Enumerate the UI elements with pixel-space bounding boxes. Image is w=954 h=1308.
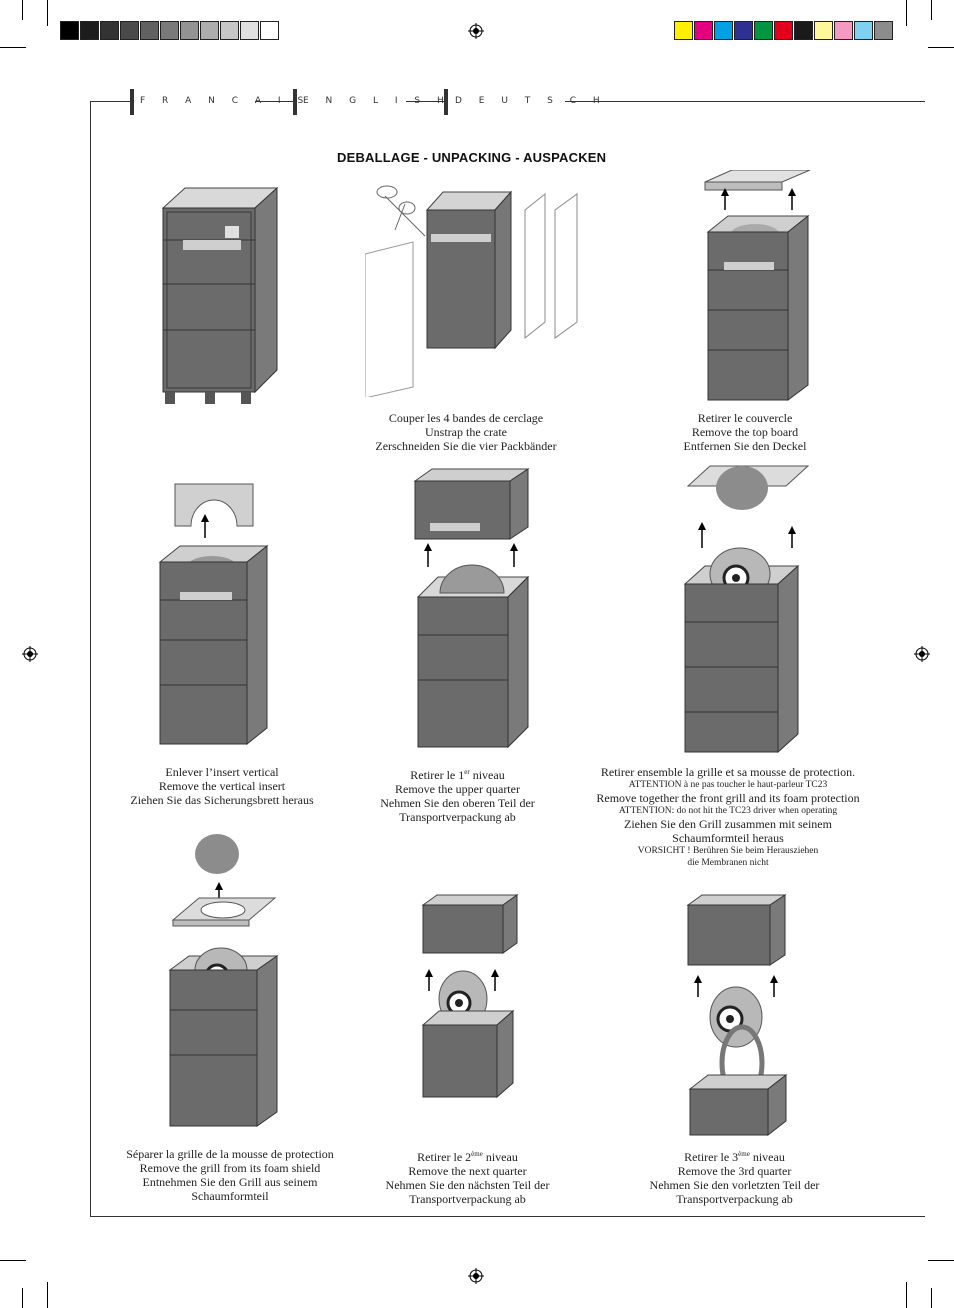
color-swatch <box>774 21 793 40</box>
color-swatch <box>220 21 239 40</box>
crop-mark <box>928 1260 954 1261</box>
remove-next-quarter-illustration <box>421 894 519 1099</box>
crop-mark <box>931 0 932 20</box>
color-swatch <box>734 21 753 40</box>
crop-mark <box>0 47 26 48</box>
step-caption-upper-quarter: Retirer le 1er niveau Remove the upper q… <box>380 768 535 824</box>
color-swatch <box>180 21 199 40</box>
remove-upper-quarter-illustration <box>413 468 530 749</box>
color-swatch <box>794 21 813 40</box>
page-frame-bottom <box>90 1216 925 1217</box>
color-swatch <box>814 21 833 40</box>
remove-grill-and-foam-illustration <box>683 465 810 754</box>
color-swatch <box>120 21 139 40</box>
page-title: DEBALLAGE - UNPACKING - AUSPACKEN <box>337 150 607 165</box>
language-label-fr: F R A N C A I S <box>140 96 311 106</box>
step-caption-top-board: Retirer le couvercle Remove the top boar… <box>683 411 807 453</box>
crop-mark <box>22 0 23 20</box>
color-swatch <box>674 21 693 40</box>
registration-mark-icon <box>914 646 930 662</box>
color-swatch <box>260 21 279 40</box>
unstrap-crate-illustration <box>365 185 578 397</box>
step-caption-grill-foam: Retirer ensemble la grille et sa mousse … <box>596 765 860 868</box>
step-caption-vertical-insert: Enlever l’insert vertical Remove the ver… <box>130 765 314 807</box>
registration-mark-icon <box>22 646 38 662</box>
color-swatch <box>240 21 259 40</box>
registration-mark-icon <box>468 1268 484 1284</box>
step-caption-next-quarter: Retirer le 2ème niveau Remove the next q… <box>385 1150 550 1206</box>
closed-crate-illustration <box>161 186 279 404</box>
language-tab-marker <box>444 89 448 115</box>
color-swatch <box>714 21 733 40</box>
remove-vertical-insert-illustration <box>158 483 269 746</box>
color-swatch <box>694 21 713 40</box>
color-swatch <box>100 21 119 40</box>
color-swatch <box>200 21 219 40</box>
header-rule <box>406 101 444 102</box>
language-label-de: D E U T S C H <box>455 96 607 106</box>
crop-mark <box>931 1288 932 1308</box>
color-swatch <box>160 21 179 40</box>
separate-grill-illustration <box>168 834 279 1127</box>
color-swatch <box>754 21 773 40</box>
color-swatch <box>834 21 853 40</box>
page-frame-left <box>90 101 91 1217</box>
crop-mark <box>906 1282 907 1308</box>
header-rule <box>565 101 925 102</box>
step-caption-third-quarter: Retirer le 3ème niveau Remove the 3rd qu… <box>649 1150 820 1206</box>
step-caption-separate-grill: Séparer la grille de la mousse de protec… <box>126 1147 334 1203</box>
header-rule <box>90 101 130 102</box>
crop-mark <box>47 1282 48 1308</box>
registration-mark-icon <box>468 23 484 39</box>
remove-top-board-illustration <box>704 170 811 401</box>
color-swatch <box>854 21 873 40</box>
color-swatch <box>80 21 99 40</box>
crop-mark <box>906 0 907 26</box>
color-swatch <box>140 21 159 40</box>
remove-third-quarter-illustration <box>686 894 788 1137</box>
language-tab-marker <box>130 89 134 115</box>
crop-mark <box>0 1260 26 1261</box>
color-swatch <box>60 21 79 40</box>
header-rule <box>255 101 293 102</box>
crop-mark <box>22 1288 23 1308</box>
crop-mark <box>47 0 48 26</box>
step-caption-unstrap: Couper les 4 bandes de cerclage Unstrap … <box>375 411 557 453</box>
language-tab-marker <box>293 89 297 115</box>
color-swatch <box>874 21 893 40</box>
crop-mark <box>928 47 954 48</box>
language-label-en: E N G L I S H <box>303 96 451 106</box>
